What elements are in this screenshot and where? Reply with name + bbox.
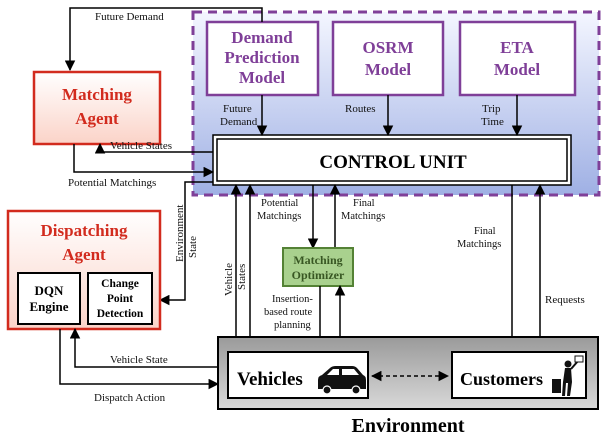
cpd-line1: Change <box>101 278 139 290</box>
demand-model-line1: Demand <box>231 28 293 47</box>
environment-state-label-1: Environment <box>174 205 186 262</box>
car-icon <box>318 366 366 395</box>
osrm-model-line2: Model <box>365 60 412 79</box>
dispatch-action-label: Dispatch Action <box>94 392 166 404</box>
vehicle-state-arrow <box>69 327 218 368</box>
final-matchings-right-1: Final <box>474 226 496 237</box>
dispatching-agent-line2: Agent <box>62 245 106 264</box>
dqn-engine-box: DQN Engine <box>17 272 81 325</box>
eta-model-line2: Model <box>494 60 541 79</box>
optimizer-line2: Optimizer <box>292 268 345 282</box>
customers-label: Customers <box>460 369 543 389</box>
matching-agent-line2: Agent <box>75 109 119 128</box>
final-matchings-mid-1: Final <box>353 198 375 209</box>
vehicles-label: Vehicles <box>237 369 303 390</box>
matching-optimizer-box: Matching Optimizer <box>282 247 354 287</box>
demand-model-line2: Prediction <box>224 48 300 67</box>
future-demand-top-arrow <box>64 7 263 72</box>
future-demand-label-2: Demand <box>220 116 258 128</box>
potential-matchings-mid-2: Matchings <box>257 211 301 222</box>
environment-box: Vehicles Customers <box>217 336 599 410</box>
vehicle-states-v-label-2: States <box>236 264 248 290</box>
vehicle-states-v-label-1: Vehicle <box>223 263 235 296</box>
future-demand-top-label: Future Demand <box>95 11 164 23</box>
dispatch-action-arrow <box>59 329 220 390</box>
demand-model-line3: Model <box>239 68 286 87</box>
matching-agent-box: Matching Agent <box>32 70 162 146</box>
dqn-line2: Engine <box>29 299 68 314</box>
optimizer-line1: Matching <box>293 253 342 267</box>
final-matchings-mid-2: Matchings <box>341 211 385 222</box>
cpd-line3: Detection <box>97 308 144 320</box>
routes-label: Routes <box>345 103 376 115</box>
vehicle-state-label: Vehicle State <box>110 354 168 366</box>
potential-matchings-mid-1: Potential <box>261 198 298 209</box>
dispatching-agent-line1: Dispatching <box>41 221 128 240</box>
person-luggage-icon <box>552 355 584 396</box>
change-point-detection-box: Change Point Detection <box>87 272 153 325</box>
matching-agent-line1: Matching <box>62 85 132 104</box>
environment-title: Environment <box>352 415 465 437</box>
insertion-label-1: Insertion- <box>272 294 313 305</box>
future-demand-label-1: Future <box>223 103 252 115</box>
vehicle-states-arrow <box>94 142 213 154</box>
cpd-line2: Point <box>107 293 133 305</box>
insertion-label-3: planning <box>274 320 311 331</box>
environment-state-label-2: State <box>187 236 199 258</box>
insertion-label-2: based route <box>264 307 312 318</box>
environment-state-arrow <box>158 181 213 306</box>
final-matchings-right-2: Matchings <box>457 239 501 250</box>
osrm-model-box: OSRM Model <box>331 20 445 97</box>
potential-matchings-label: Potential Matchings <box>68 177 156 189</box>
eta-model-box: ETA Model <box>458 20 577 97</box>
eta-model-line1: ETA <box>500 38 534 57</box>
potential-matchings-arrow <box>73 144 215 178</box>
osrm-model-line1: OSRM <box>363 38 414 57</box>
demand-prediction-model-box: Demand Prediction Model <box>205 20 320 97</box>
control-unit-box: CONTROL UNIT <box>212 134 572 186</box>
dqn-line1: DQN <box>35 283 65 298</box>
requests-label: Requests <box>545 294 585 306</box>
vehicle-states-label: Vehicle States <box>110 140 172 152</box>
control-unit-title: CONTROL UNIT <box>319 152 467 173</box>
trip-time-label-1: Trip <box>482 103 501 115</box>
trip-time-label-2: Time <box>481 116 504 128</box>
